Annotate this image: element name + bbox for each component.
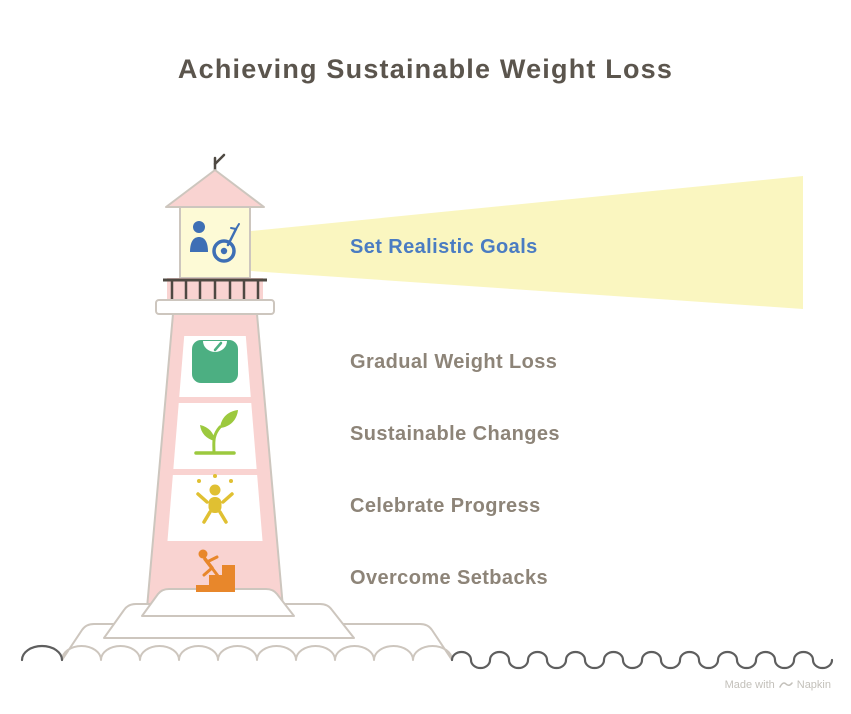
tower-body bbox=[147, 314, 283, 608]
light-beam-shape bbox=[251, 176, 803, 309]
page-title: Achieving Sustainable Weight Loss bbox=[177, 54, 674, 84]
watermark-text: Made with bbox=[724, 679, 775, 691]
napkin-logo-icon bbox=[779, 682, 793, 688]
sprout-icon bbox=[194, 410, 238, 455]
watermark: Made with Napkin bbox=[725, 679, 831, 691]
label-sustainable-changes: Sustainable Changes bbox=[350, 423, 560, 445]
lighthouse-roof bbox=[165, 169, 265, 208]
gallery-railing bbox=[163, 278, 267, 300]
watermark-brand: Napkin bbox=[796, 679, 831, 691]
celebration-icon bbox=[196, 474, 234, 524]
climber-icon bbox=[196, 549, 235, 592]
weight-scale-icon bbox=[192, 340, 238, 383]
rocks bbox=[61, 588, 453, 661]
water-waves bbox=[20, 644, 834, 670]
label-gradual-weight-loss: Gradual Weight Loss bbox=[350, 351, 558, 373]
label-set-realistic-goals: Set Realistic Goals bbox=[350, 236, 538, 258]
label-overcome-setbacks: Overcome Setbacks bbox=[350, 567, 549, 589]
label-celebrate-progress: Celebrate Progress bbox=[350, 495, 541, 517]
gallery-ledge bbox=[155, 299, 275, 315]
goal-target-icon bbox=[190, 221, 240, 263]
lamp-room bbox=[179, 206, 251, 279]
